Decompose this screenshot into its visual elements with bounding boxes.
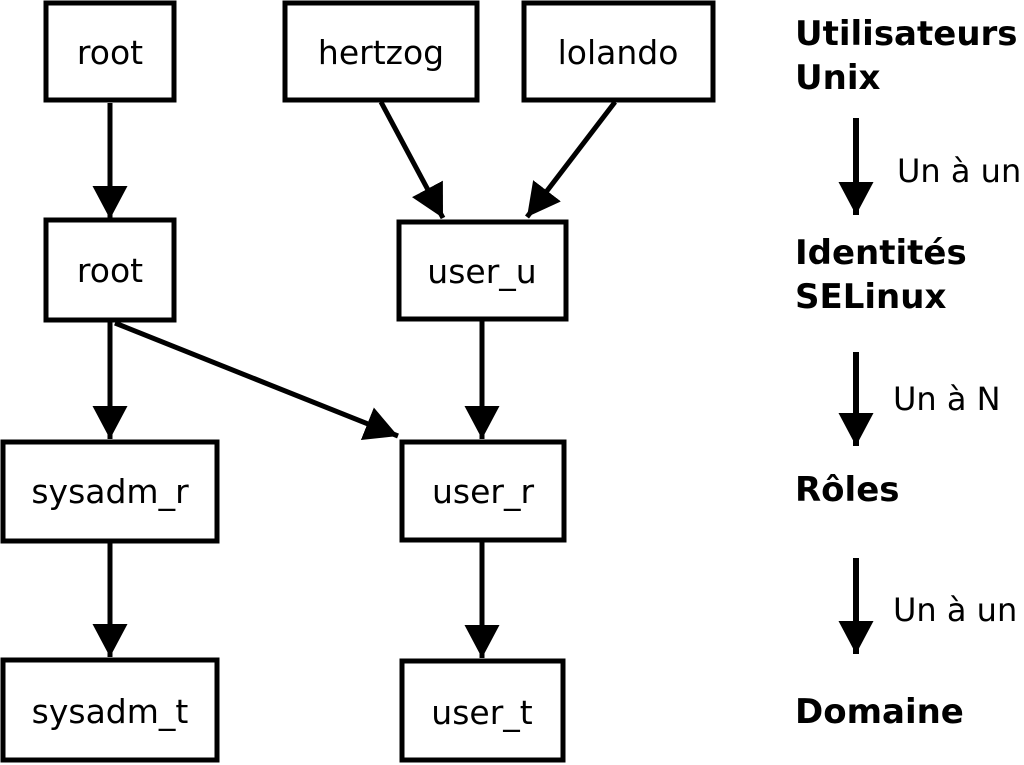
legend-level-roles: Rôles: [795, 470, 900, 510]
edge-root-selinux-to-user-r: [114, 320, 399, 441]
node-label-sysadm-r: sysadm_r: [31, 472, 189, 511]
node-box-user-t: [399, 658, 566, 763]
node-box-lolando: [521, 0, 716, 103]
node-label-user-u: user_u: [427, 252, 536, 291]
node-label-sysadm-t: sysadm_t: [32, 692, 189, 731]
edge-lolando-to-user-u: [525, 100, 617, 219]
node-root-unix: root: [43, 0, 177, 103]
legend-level-unix-users-line2: Unix: [795, 58, 880, 98]
node-box-user-r: [399, 439, 567, 543]
node-label-root-unix: root: [77, 33, 143, 72]
node-root-selinux: root: [43, 217, 177, 323]
node-label-root-selinux: root: [77, 251, 143, 290]
node-label-lolando: lolando: [558, 33, 679, 72]
legend-relation-one-to-one-1: Un à un: [897, 152, 1021, 190]
node-lolando: lolando: [521, 0, 716, 103]
node-sysadm-r: sysadm_r: [0, 439, 220, 544]
legend-relation-one-to-n: Un à N: [893, 380, 1001, 418]
node-user-t: user_t: [399, 658, 566, 763]
edge-hertzog-to-user-u: [378, 100, 446, 220]
diagram-edges: [92, 100, 617, 658]
node-box-hertzog: [282, 0, 480, 103]
legend-level-selinux-identities-line1: Identités: [795, 233, 967, 273]
legend-relation-one-to-one-2: Un à un: [893, 591, 1017, 629]
node-box-root-unix: [43, 0, 177, 103]
legend-level-domain: Domaine: [795, 692, 964, 732]
node-box-sysadm-t: [0, 657, 220, 763]
legend-level-unix-users-line1: Utilisateurs: [795, 14, 1018, 54]
node-label-user-t: user_t: [431, 693, 532, 732]
legend-column: Utilisateurs Unix Un à un Identités SELi…: [795, 14, 1021, 732]
node-user-u: user_u: [396, 219, 569, 322]
legend-level-selinux-identities-line2: SELinux: [795, 277, 946, 317]
node-box-sysadm-r: [0, 439, 220, 544]
node-label-hertzog: hertzog: [318, 33, 444, 72]
node-box-root-selinux: [43, 217, 177, 323]
node-user-r: user_r: [399, 439, 567, 543]
node-label-user-r: user_r: [432, 472, 534, 511]
node-box-user-u: [396, 219, 569, 322]
node-sysadm-t: sysadm_t: [0, 657, 220, 763]
node-hertzog: hertzog: [282, 0, 480, 103]
